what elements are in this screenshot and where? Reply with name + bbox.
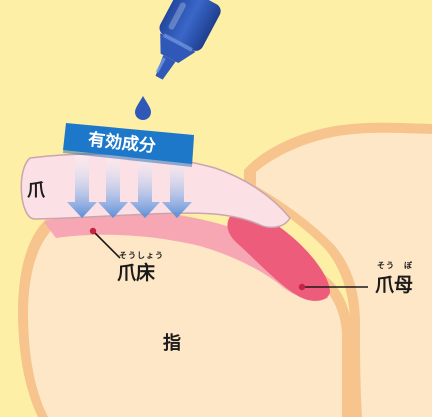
nail-matrix-marker	[299, 284, 305, 290]
finger-label: 指	[163, 332, 181, 354]
nail-matrix-ruby: そう ぼ	[377, 260, 413, 270]
nail-bed-ruby: そうしょう	[119, 251, 164, 260]
nail-bed-marker	[90, 228, 96, 234]
nail-bed-label: 爪床	[117, 261, 155, 284]
nail-matrix-label: 爪母	[375, 274, 413, 296]
dropper-bottle-icon	[138, 0, 224, 89]
nail-label: 爪	[27, 180, 46, 201]
droplet-icon	[135, 96, 151, 120]
